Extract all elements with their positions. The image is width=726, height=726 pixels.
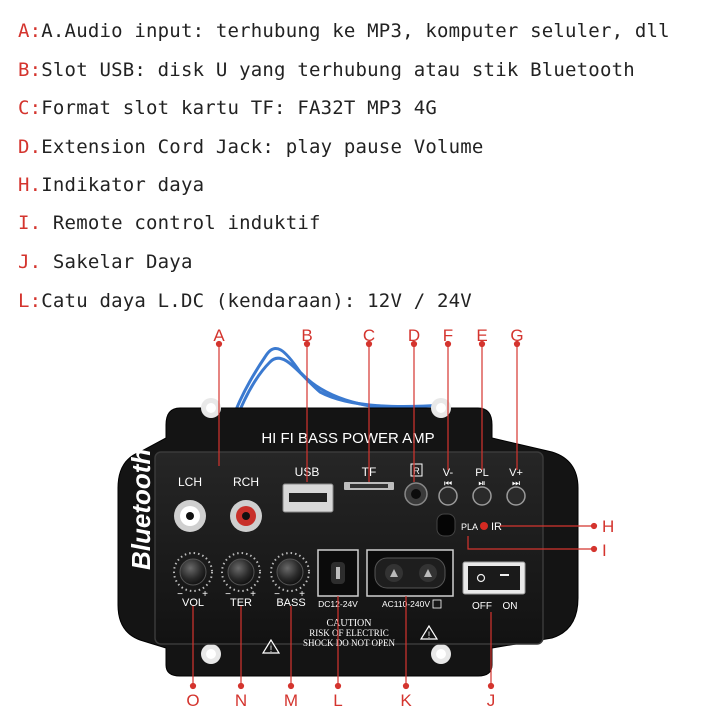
legend-key: J. <box>18 251 42 273</box>
brand-label: Bluetooth <box>126 449 156 570</box>
dc-power-jack[interactable] <box>317 549 359 597</box>
ir-label: IR <box>491 521 502 533</box>
screw-hole-center <box>436 649 446 659</box>
play-pause-button[interactable] <box>472 486 492 506</box>
callout-label-c: C <box>363 326 375 345</box>
callout-label-n: N <box>235 691 247 710</box>
v-minus-label: V- <box>443 467 454 479</box>
callout-label-j: J <box>487 691 496 710</box>
legend-text: Slot USB: disk U yang terhubung atau sti… <box>41 59 635 81</box>
legend-text: Indikator daya <box>41 174 205 196</box>
legend-item-d: D.Extension Cord Jack: play pause Volume <box>18 136 484 158</box>
callout-label-h: H <box>602 517 614 536</box>
caution-line-2: SHOCK DO NOT OPEN <box>303 638 396 648</box>
legend-item-l: L:Catu daya L.DC (kendaraan): 12V / 24V <box>18 290 472 312</box>
legend-key: D. <box>18 136 42 158</box>
pla-label: PLA <box>461 522 478 532</box>
callout-label-b: B <box>301 326 312 345</box>
warning-triangle-icon: ! <box>419 624 439 640</box>
legend-text: Extension Cord Jack: play pause Volume <box>41 136 484 158</box>
ter-knob[interactable] <box>221 552 261 592</box>
legend-text: Remote control induktif <box>41 212 321 234</box>
extension-cord-jack[interactable] <box>404 482 428 506</box>
legend-item-c: C:Format slot kartu TF: FA32T MP3 4G <box>18 97 437 119</box>
double-insulation-mark <box>432 599 442 609</box>
legend-item-j: J. Sakelar Daya <box>18 251 193 273</box>
legend-key: C: <box>18 97 42 119</box>
power-indicator-led <box>480 522 488 530</box>
play-pause-icon: ⏯ <box>478 478 485 488</box>
callout-label-f: F <box>443 326 453 345</box>
ir-sensor <box>436 513 456 537</box>
legend-key: L: <box>18 290 42 312</box>
legend-item-a: A:A.Audio input: terhubung ke MP3, kompu… <box>18 20 670 42</box>
callout-label-e: E <box>476 326 487 345</box>
minus-mark: − <box>177 589 183 600</box>
r-mark-label: R <box>413 466 420 476</box>
power-switch[interactable] <box>462 561 526 595</box>
on-label: ON <box>503 601 518 612</box>
legend-text: Catu daya L.DC (kendaraan): 12V / 24V <box>41 290 472 312</box>
volume-down-button[interactable] <box>438 486 458 506</box>
ac-power-socket[interactable] <box>366 549 454 597</box>
bass-label: BASS <box>276 597 305 609</box>
screw-hole-center <box>436 403 446 413</box>
legend-text: A.Audio input: terhubung ke MP3, kompute… <box>41 20 670 42</box>
rch-rca-jack[interactable] <box>230 500 262 532</box>
caution-title: CAUTION <box>327 618 372 629</box>
usb-slot[interactable] <box>282 483 334 513</box>
legend-key: A: <box>18 20 42 42</box>
warning-triangle-icon: ! <box>261 638 281 654</box>
off-label: OFF <box>472 601 492 612</box>
next-icon: ⏭ <box>512 478 520 488</box>
legend-key: B: <box>18 59 42 81</box>
pl-label: PL <box>475 467 488 479</box>
lch-label: LCH <box>178 475 202 489</box>
plus-mark: + <box>299 589 305 600</box>
prev-icon: ⏮ <box>444 478 452 488</box>
v-plus-label: V+ <box>509 467 523 479</box>
r-mark-box <box>410 463 423 477</box>
vol-label: VOL <box>182 597 204 609</box>
callout-label-a: A <box>213 326 225 345</box>
callout-label-i: I <box>602 541 607 560</box>
screw-hole-center <box>206 403 216 413</box>
legend-key: I. <box>18 212 42 234</box>
legend-item-h: H.Indikator daya <box>18 174 204 196</box>
panel-title: HI FI BASS POWER AMP <box>261 430 434 447</box>
callout-label-d: D <box>408 326 420 345</box>
callout-label-o: O <box>186 691 199 710</box>
bass-knob[interactable] <box>270 552 310 592</box>
plus-mark: + <box>202 589 208 600</box>
callout-label-l: L <box>333 691 342 710</box>
svg-text:!: ! <box>428 630 431 640</box>
legend-item-b: B:Slot USB: disk U yang terhubung atau s… <box>18 59 635 81</box>
callout-lines <box>189 340 598 690</box>
screw-hole-center <box>206 649 216 659</box>
svg-text:!: ! <box>270 644 273 654</box>
tf-card-slot[interactable] <box>344 482 394 490</box>
minus-mark: − <box>274 589 280 600</box>
rch-label: RCH <box>233 475 259 489</box>
blue-wire <box>220 346 447 460</box>
legend-text: Format slot kartu TF: FA32T MP3 4G <box>41 97 438 119</box>
vol-knob[interactable] <box>173 552 213 592</box>
legend-text: Sakelar Daya <box>41 251 193 273</box>
volume-up-button[interactable] <box>506 486 526 506</box>
ter-label: TER <box>230 597 252 609</box>
lch-rca-jack[interactable] <box>174 500 206 532</box>
legend-item-i: I. Remote control induktif <box>18 212 321 234</box>
callout-label-m: M <box>284 691 298 710</box>
caution-line-1: RISK OF ELECTRIC <box>309 628 389 638</box>
legend-key: H. <box>18 174 42 196</box>
callout-label-g: G <box>510 326 523 345</box>
callout-label-k: K <box>400 691 412 710</box>
plus-mark: + <box>250 589 256 600</box>
minus-mark: − <box>225 589 231 600</box>
